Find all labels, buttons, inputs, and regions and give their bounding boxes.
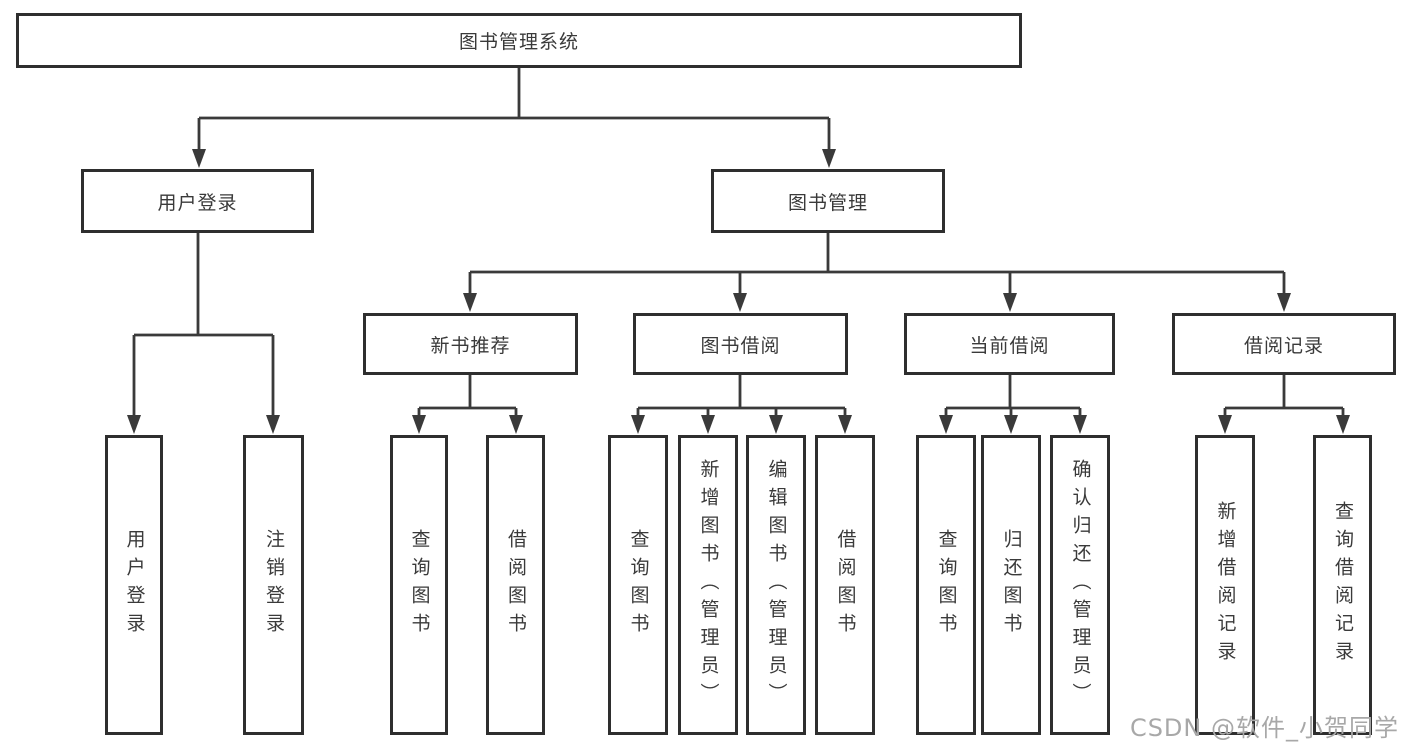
node-library-system: 图书管理系统 [16,13,1022,68]
leaf-add-borrow-record: 新增借阅记录 [1195,435,1255,735]
arrowhead [1218,415,1232,434]
arrowhead [701,415,715,434]
node-book-borrowing: 图书借阅 [633,313,848,375]
leaf-label: 注销登录 [263,529,285,641]
arrowhead [266,415,280,434]
leaf-return-books: 归还图书 [981,435,1041,735]
leaf-confirm-return-admin: 确认归还（管理员） [1050,435,1110,735]
arrowhead [192,149,206,168]
node-new-book-recommendation: 新书推荐 [363,313,578,375]
leaf-label: 查询图书 [408,529,431,641]
arrowhead [939,415,953,434]
arrowhead [1073,415,1087,434]
leaf-label: 确认归还（管理员） [1069,459,1092,711]
arrowhead [463,293,477,312]
connector-newbook-to-leaves [417,375,518,418]
leaf-user-login: 用户登录 [105,435,163,735]
leaf-label: 查询图书 [627,529,650,641]
arrowhead [127,415,141,434]
arrowhead [1277,293,1291,312]
leaf-logout-login: 注销登录 [243,435,304,735]
arrowhead [1003,293,1017,312]
connector-bookborrow-to-leaves [636,375,847,418]
arrowhead [631,415,645,434]
leaf-query-books-1: 查询图书 [390,435,448,735]
arrowhead [733,293,747,312]
arrowhead [1004,415,1018,434]
leaf-label: 新增借阅记录 [1214,501,1237,669]
connector-userlogin-to-leaves [132,233,275,418]
leaf-label: 借阅图书 [834,529,857,641]
node-book-management: 图书管理 [711,169,945,233]
node-borrowing-records: 借阅记录 [1172,313,1396,375]
leaf-borrow-books-2: 借阅图书 [815,435,875,735]
node-user-login: 用户登录 [81,169,314,233]
connector-bookmgmt-to-level3 [468,233,1286,296]
arrowhead [838,415,852,434]
arrowhead [1336,415,1350,434]
node-current-borrowing: 当前借阅 [904,313,1115,375]
leaf-query-borrow-record: 查询借阅记录 [1313,435,1372,735]
connector-borrowrecords-to-leaves [1223,375,1345,418]
leaf-label: 查询借阅记录 [1332,501,1354,669]
leaf-label: 借阅图书 [505,529,527,641]
leaf-label: 编辑图书（管理员） [765,459,788,711]
connector-currentborrow-to-leaves [944,375,1082,418]
arrowhead [769,415,783,434]
leaf-query-books-2: 查询图书 [608,435,668,735]
leaf-label: 查询图书 [935,529,958,641]
leaf-label: 归还图书 [1000,529,1023,641]
arrowhead [509,415,523,434]
connector-root-to-level2 [197,68,831,152]
leaf-add-books-admin: 新增图书（管理员） [678,435,738,735]
leaf-edit-books-admin: 编辑图书（管理员） [746,435,806,735]
leaf-query-books-3: 查询图书 [916,435,976,735]
leaf-borrow-books-1: 借阅图书 [486,435,545,735]
arrowhead [822,149,836,168]
leaf-label: 新增图书（管理员） [697,459,720,711]
arrowhead [412,415,426,434]
leaf-label: 用户登录 [123,529,146,641]
